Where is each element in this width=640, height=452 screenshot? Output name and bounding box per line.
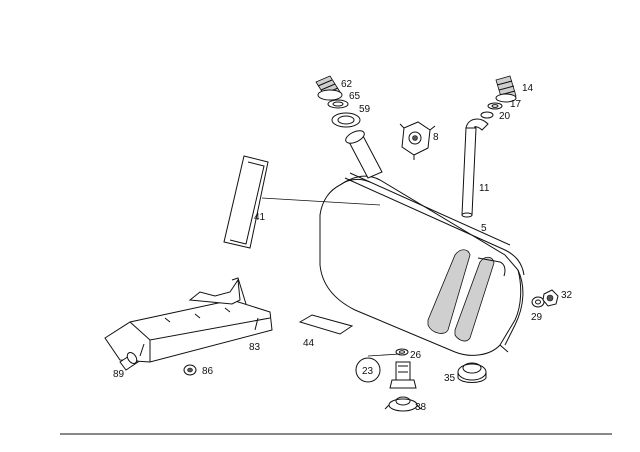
washer-part-17[interactable] xyxy=(487,102,503,110)
leader-41 xyxy=(261,197,381,206)
heat-shield-part-83[interactable] xyxy=(104,277,273,363)
label-11: 11 xyxy=(479,183,490,194)
label-38: 38 xyxy=(415,402,427,413)
washer-part-20[interactable] xyxy=(480,111,494,119)
label-65: 65 xyxy=(349,91,361,102)
fuel-tank-part[interactable] xyxy=(319,172,525,356)
pad-part-44[interactable] xyxy=(298,314,354,335)
label-83: 83 xyxy=(249,342,261,353)
sender-unit-part-8[interactable] xyxy=(399,121,436,160)
vent-cap-part-14[interactable] xyxy=(495,75,517,103)
label-29: 29 xyxy=(531,312,543,323)
vent-pipe-part-11[interactable] xyxy=(461,118,489,218)
cap-part-35[interactable] xyxy=(457,362,487,383)
label-86: 86 xyxy=(202,366,214,377)
pad-part-41[interactable] xyxy=(223,155,269,249)
label-62: 62 xyxy=(341,79,353,90)
seal-ring-part-59[interactable] xyxy=(331,112,361,128)
callout-circle-23 xyxy=(355,357,381,383)
label-5: 5 xyxy=(481,223,487,234)
label-32: 32 xyxy=(561,290,573,301)
label-8: 8 xyxy=(433,132,439,143)
leader-23-bracket xyxy=(367,353,401,357)
nut-part-86[interactable] xyxy=(183,364,197,376)
nut-part-32[interactable] xyxy=(542,289,559,307)
label-14: 14 xyxy=(522,83,534,94)
label-26: 26 xyxy=(410,350,422,361)
label-17: 17 xyxy=(510,99,522,110)
label-44: 44 xyxy=(303,338,315,349)
label-89: 89 xyxy=(113,369,125,380)
bushing-part-89[interactable] xyxy=(119,351,139,371)
washer-part-29[interactable] xyxy=(531,296,545,308)
label-20: 20 xyxy=(499,111,511,122)
washer-part-26[interactable] xyxy=(395,348,409,356)
label-59: 59 xyxy=(359,104,371,115)
filler-neck xyxy=(345,130,383,179)
label-35: 35 xyxy=(444,373,456,384)
label-23: 23 xyxy=(362,366,374,377)
pickup-part-38[interactable] xyxy=(384,361,422,412)
filler-cap-part-62[interactable] xyxy=(315,75,343,101)
gasket-part-65[interactable] xyxy=(327,99,349,109)
label-41: 41 xyxy=(254,212,266,223)
